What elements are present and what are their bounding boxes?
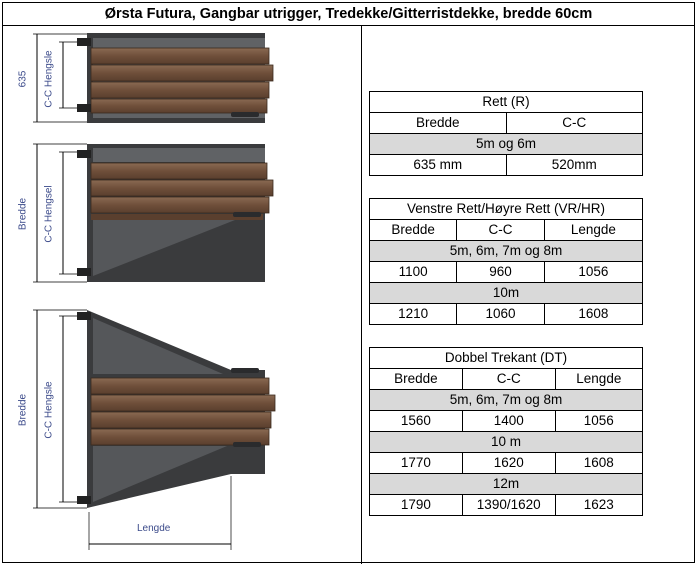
table-vr-header-lengde: Lengde	[543, 219, 644, 241]
table-vr-cell: 1100	[368, 261, 458, 283]
table-dt-header-bredde: Bredde	[369, 368, 463, 390]
dt-plank-3	[90, 411, 272, 429]
table-dt-group: 5m, 6m, 7m og 8m	[369, 389, 643, 411]
table-dt-header-cc: C-C	[461, 368, 556, 390]
table-dt-cell: 1790	[369, 494, 463, 516]
table-dt-title: Dobbel Trekant (DT)	[369, 347, 643, 369]
vr-cc-label: C-C Hengsel	[43, 185, 55, 243]
table-vr-hr: Venstre Rett/Høyre Rett (VR/HR) Bredde C…	[368, 198, 644, 325]
drawing-vr-hr	[33, 143, 274, 283]
table-dt-cell: 1390/1620	[461, 494, 556, 516]
dt-bottom-triangle	[93, 446, 227, 502]
drawing-dt	[33, 309, 276, 550]
vr-plank-3	[90, 196, 270, 214]
dt-width-label: Bredde	[17, 393, 29, 427]
dt-hinge-top	[77, 312, 91, 320]
vr-hinge-top	[77, 150, 91, 158]
table-vr-cell: 1060	[456, 303, 545, 325]
table-rett-cell: 635 mm	[369, 154, 507, 176]
rett-plank-2	[90, 64, 274, 82]
dt-top-triangle	[93, 318, 223, 374]
table-rett-title: Rett (R)	[369, 91, 643, 113]
vr-width-label: Bredde	[17, 197, 29, 231]
column-divider	[361, 26, 362, 564]
table-rett: Rett (R) Bredde C-C 5m og 6m 635 mm 520m…	[369, 91, 643, 176]
table-dobbel-trekant: Dobbel Trekant (DT) Bredde C-C Lengde 5m…	[369, 347, 644, 516]
table-vr-header-bredde: Bredde	[368, 219, 458, 241]
table-dt-cell: 1620	[461, 452, 556, 474]
dt-plank-1	[90, 377, 270, 395]
vr-plank-1	[90, 162, 268, 180]
rett-width-label: 635	[17, 70, 29, 88]
table-dt-group: 12m	[369, 473, 643, 495]
vr-hinge-bottom	[77, 268, 91, 276]
dt-cc-label: C-C Hengsle	[43, 381, 55, 439]
dt-hinge-bottom	[77, 496, 91, 504]
dt-length-label: Lengde	[137, 523, 171, 534]
table-vr-group: 10m	[369, 282, 643, 304]
rett-plank-1	[90, 47, 270, 65]
dt-plank-2	[90, 394, 276, 412]
rett-cc-label: C-C Hengsle	[43, 50, 55, 108]
table-dt-cell: 1770	[369, 452, 463, 474]
table-rett-group: 5m og 6m	[369, 133, 643, 155]
table-rett-cell: 520mm	[505, 154, 643, 176]
drawings-svg	[33, 33, 276, 550]
drawing-rett	[33, 33, 274, 123]
table-vr-cell: 1608	[543, 303, 644, 325]
table-dt-cell: 1400	[461, 410, 556, 432]
page-title: Ørsta Futura, Gangbar utrigger, Tredekke…	[3, 3, 694, 26]
table-vr-cell: 960	[456, 261, 545, 283]
rett-hinge-bottom	[77, 104, 91, 112]
table-dt-cell: 1560	[369, 410, 463, 432]
table-dt-cell: 1608	[554, 452, 644, 474]
rett-hinge-top	[77, 38, 91, 46]
rett-plank-4	[90, 98, 268, 114]
dt-plank-4	[90, 428, 270, 446]
table-dt-cell: 1056	[554, 410, 644, 432]
table-vr-cell: 1056	[543, 261, 644, 283]
table-vr-cell: 1210	[368, 303, 458, 325]
table-vr-header-cc: C-C	[456, 219, 545, 241]
vr-plank-2	[90, 179, 274, 197]
table-dt-cell: 1623	[554, 494, 644, 516]
table-vr-title: Venstre Rett/Høyre Rett (VR/HR)	[369, 198, 643, 220]
table-vr-group: 5m, 6m, 7m og 8m	[369, 240, 643, 262]
rett-clip	[231, 112, 259, 117]
technical-drawings: 635 C-C Hengsle Bredde C-C Hengsel Bredd…	[3, 26, 361, 564]
table-rett-header-cc: C-C	[505, 112, 643, 134]
vr-triangle	[93, 220, 235, 276]
table-rett-header-bredde: Bredde	[369, 112, 507, 134]
rett-plank-3	[90, 81, 270, 99]
table-dt-group: 10 m	[369, 431, 643, 453]
table-dt-header-lengde: Lengde	[554, 368, 644, 390]
